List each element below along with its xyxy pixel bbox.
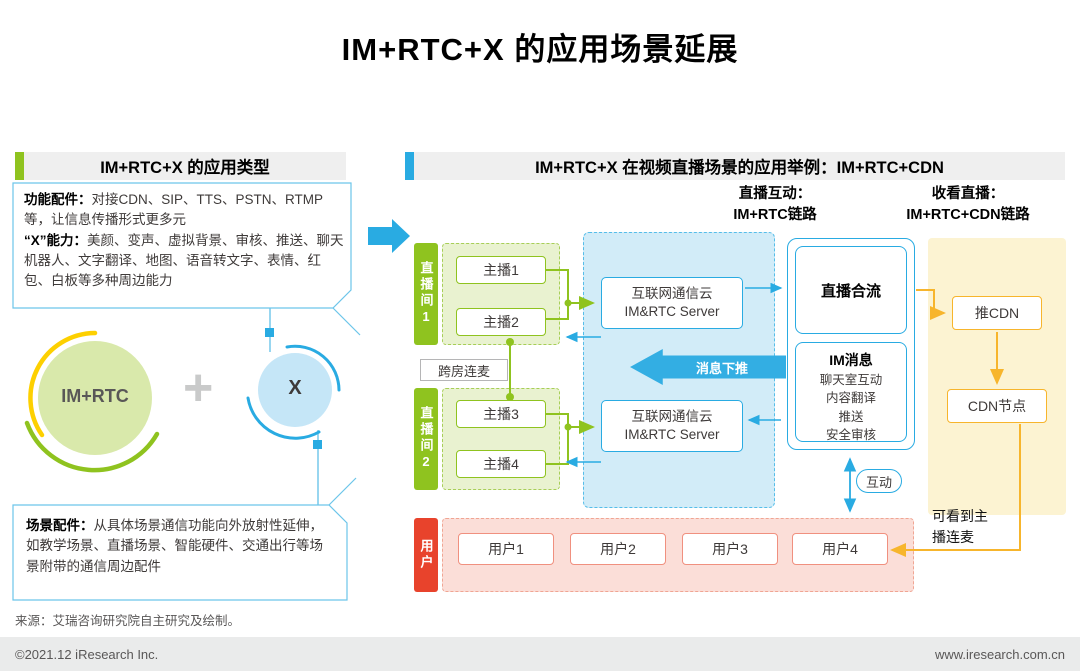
server-top-line1: 互联网通信云: [631, 285, 713, 301]
user2-box: 用户2: [570, 533, 666, 565]
server-top-line2: IM&RTC Server: [624, 304, 720, 319]
feature-label: 功能配件：: [24, 192, 92, 207]
anchor1-box: 主播1: [456, 256, 546, 284]
im-message-item: 安全审核: [825, 427, 876, 442]
server-bottom-line2: IM&RTC Server: [624, 427, 720, 442]
frame-deco-line: [328, 477, 357, 506]
scene-label: 场景配件：: [26, 518, 94, 533]
server-bottom-line1: 互联网通信云: [631, 408, 713, 424]
interact-label: 互动: [856, 469, 902, 493]
live-interact-line2: IM+RTC链路: [733, 207, 817, 224]
stream-merge-box: 直播合流: [795, 246, 907, 334]
x-circle-label: X: [288, 377, 302, 399]
anchor3-box: 主播3: [456, 400, 546, 428]
feature-text: 对接CDN、SIP、TTS、PSTN、RTMP等，让信息传播形式更多元: [24, 192, 324, 228]
server-box-top: 互联网通信云 IM&RTC Server: [601, 277, 743, 329]
room2-bar: 直播间2: [414, 388, 438, 490]
feature-paragraph: 功能配件：对接CDN、SIP、TTS、PSTN、RTMP等，让信息传播形式更多元: [24, 190, 344, 231]
plus-sign: +: [183, 359, 214, 417]
panel-link-arrow-icon: [368, 219, 410, 253]
anchor4-box: 主播4: [456, 450, 546, 478]
right-section-header: IM+RTC+X 在视频直播场景的应用举例：IM+RTC+CDN: [414, 152, 1065, 180]
left-header-label: IM+RTC+X 的应用类型: [100, 159, 270, 177]
blue-arc: [246, 396, 321, 440]
watch-live-line2: IM+RTC+CDN链路: [906, 207, 1030, 224]
user3-box: 用户3: [682, 533, 778, 565]
user4-box: 用户4: [792, 533, 888, 565]
green-arc: [24, 420, 160, 473]
footer-copyright: ©2021.12 iResearch Inc.: [15, 646, 159, 662]
left-section-header: IM+RTC+X 的应用类型: [24, 152, 346, 180]
live-interact-line1: 直播互动：: [738, 186, 812, 202]
scene-description: 场景配件：从具体场景通信功能向外放射性延伸，如教学场景、直播场景、智能硬件、交通…: [26, 516, 328, 577]
live-interact-label: 直播互动： IM+RTC链路: [690, 184, 860, 226]
junction-dot: [564, 423, 572, 431]
footer-website: www.iresearch.com.cn: [934, 646, 1065, 662]
users-bar: 用户: [414, 518, 438, 592]
connector-node: [265, 328, 274, 337]
server-box-bottom: 互联网通信云 IM&RTC Server: [601, 400, 743, 452]
x-ability-label: “X”能力：: [24, 232, 88, 248]
im-message-item: 聊天室互动: [819, 373, 883, 388]
im-rtc-circle-label: IM+RTC: [61, 386, 129, 406]
right-header-accent: [405, 152, 414, 180]
cross-room-label: 跨房连麦: [420, 359, 508, 381]
im-message-item: 内容翻译: [825, 391, 876, 406]
yellow-arc: [28, 330, 98, 438]
junction-dot: [564, 299, 572, 307]
x-ability-paragraph: “X”能力：美颜、变声、虚拟背景、审核、推送、聊天机器人、文字翻译、地图、语音转…: [24, 231, 344, 292]
scene-text: 从具体场景通信功能向外放射性延伸，如教学场景、直播场景、智能硬件、交通出行等场景…: [26, 518, 323, 574]
left-header-accent: [15, 152, 24, 180]
cdn-node-box: CDN节点: [947, 389, 1047, 423]
x-ability-text: 美颜、变声、虚拟背景、审核、推送、聊天机器人、文字翻译、地图、语音转文字、表情、…: [24, 232, 344, 289]
watch-note: 可看到主播连麦: [932, 508, 988, 545]
message-push-label: 消息下推: [695, 360, 748, 376]
anchor2-box: 主播2: [456, 308, 546, 336]
connector-node: [313, 440, 322, 449]
footer-bar: ©2021.12 iResearch Inc. www.iresearch.co…: [0, 637, 1080, 671]
im-message-title: IM消息: [829, 352, 873, 368]
cdn-panel: [928, 238, 1066, 515]
page-title: IM+RTC+X 的应用场景延展: [341, 32, 739, 67]
watch-live-label: 收看直播： IM+RTC+CDN链路: [872, 184, 1064, 226]
source-note: 来源：艾瑞咨询研究院自主研究及绘制。: [15, 614, 241, 628]
left-description: 功能配件：对接CDN、SIP、TTS、PSTN、RTMP等，让信息传播形式更多元…: [24, 190, 344, 291]
im-message-box: IM消息 聊天室互动 内容翻译 推送 安全审核: [795, 342, 907, 442]
watch-live-line1: 收看直播：: [931, 186, 1005, 202]
push-cdn-box: 推CDN: [952, 296, 1042, 330]
room1-bar: 直播间1: [414, 243, 438, 345]
user1-box: 用户1: [458, 533, 554, 565]
frame-deco-line: [332, 307, 361, 336]
scene-paragraph: 场景配件：从具体场景通信功能向外放射性延伸，如教学场景、直播场景、智能硬件、交通…: [26, 516, 328, 577]
right-header-label: IM+RTC+X 在视频直播场景的应用举例：IM+RTC+CDN: [535, 159, 944, 177]
im-message-item: 推送: [838, 409, 864, 424]
